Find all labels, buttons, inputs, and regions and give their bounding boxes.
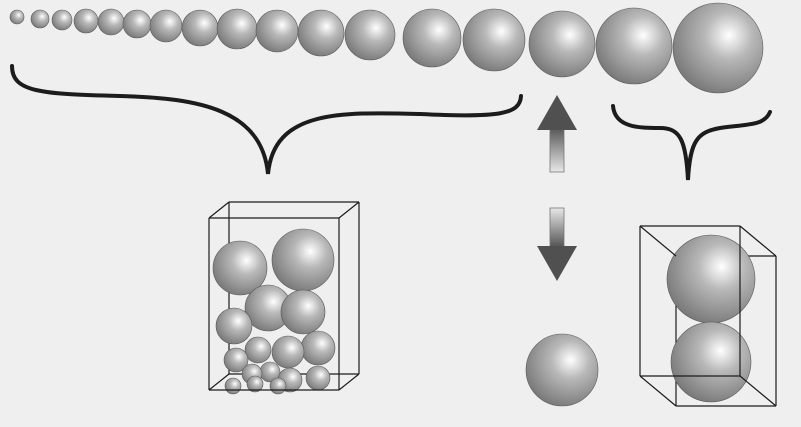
stacked-sphere — [670, 321, 752, 403]
wireframe-box-many-spheres — [208, 201, 360, 395]
single-sphere — [525, 333, 599, 407]
row-sphere — [30, 9, 50, 29]
stacked-sphere — [666, 234, 756, 324]
packed-sphere — [224, 377, 242, 395]
row-sphere — [528, 10, 596, 78]
box-edge — [208, 373, 230, 391]
left-curly-brace — [10, 64, 523, 175]
row-sphere — [255, 9, 299, 53]
row-sphere — [344, 9, 396, 61]
wireframe-box-two-spheres — [639, 225, 777, 407]
box-edge — [338, 373, 360, 391]
packed-sphere — [269, 377, 287, 395]
packed-sphere — [244, 336, 272, 364]
packed-sphere — [271, 228, 335, 292]
row-sphere — [216, 8, 258, 50]
row-sphere — [149, 9, 183, 43]
packed-sphere — [223, 347, 249, 373]
row-sphere — [9, 9, 25, 25]
box-edge — [208, 201, 230, 219]
row-sphere — [672, 2, 764, 94]
row-sphere — [297, 9, 345, 57]
packed-sphere — [215, 307, 253, 345]
packed-sphere — [305, 365, 331, 391]
packed-sphere — [280, 289, 326, 335]
row-sphere — [73, 8, 99, 34]
row-sphere — [402, 8, 462, 68]
box-edge — [639, 375, 677, 407]
box-edge — [739, 225, 777, 257]
row-sphere — [595, 7, 673, 85]
row-sphere — [181, 9, 219, 47]
box-edge — [639, 225, 677, 257]
sphere-size-series — [9, 2, 764, 94]
right-curly-brace — [611, 104, 772, 181]
row-sphere — [462, 8, 526, 72]
box-edge — [338, 201, 360, 219]
row-sphere — [122, 9, 152, 39]
box-edge — [739, 375, 777, 407]
row-sphere — [97, 8, 125, 36]
packed-sphere — [300, 330, 336, 366]
packed-sphere — [271, 335, 305, 369]
arrow-up-icon — [537, 95, 577, 173]
single-sphere-icon — [525, 333, 599, 407]
arrow-down-icon — [537, 207, 577, 281]
row-sphere — [51, 9, 73, 31]
packed-sphere — [246, 375, 264, 393]
packed-sphere — [212, 240, 268, 296]
